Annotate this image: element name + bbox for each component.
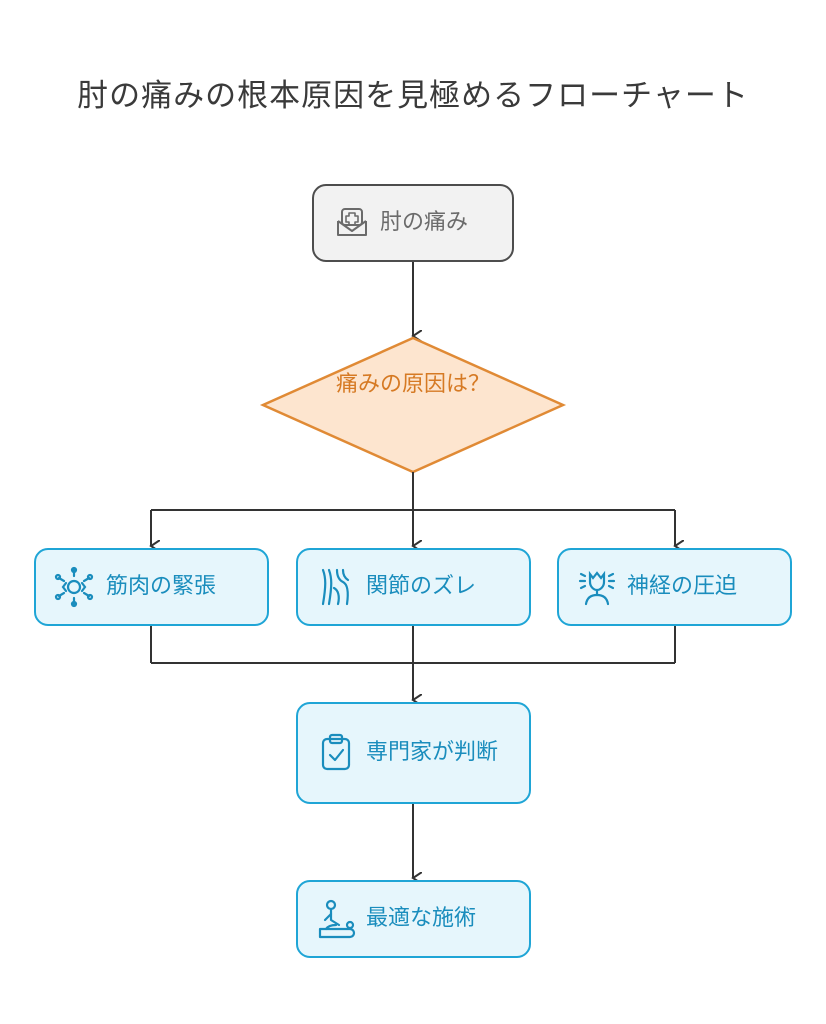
decision-diamond	[259, 336, 567, 474]
nerve-head-icon	[577, 565, 617, 609]
joint-label: 関節のズレ	[366, 574, 477, 599]
decision-label: 痛みの原因は？	[335, 372, 490, 397]
treatment-node: 最適な施術	[296, 880, 531, 958]
nerve-node: 神経の圧迫	[557, 548, 792, 626]
clipboard-check-icon	[316, 731, 356, 775]
massage-therapy-icon	[316, 897, 358, 941]
muscle-node: 筋肉の緊張	[34, 548, 269, 626]
joint-node: 関節のズレ	[296, 548, 531, 626]
nerve-label: 神経の圧迫	[627, 574, 738, 599]
muscle-label: 筋肉の緊張	[106, 574, 217, 599]
joint-bone-icon	[316, 565, 356, 609]
start-label: 肘の痛み	[380, 210, 469, 235]
expert-node: 専門家が判断	[296, 702, 531, 804]
start-node: 肘の痛み	[312, 184, 514, 262]
treatment-label: 最適な施術	[366, 906, 477, 931]
expert-label: 専門家が判断	[366, 740, 499, 765]
gear-muscle-icon	[52, 565, 96, 609]
medical-kit-icon	[332, 203, 372, 243]
page-title: 肘の痛みの根本原因を見極めるフローチャート	[77, 78, 749, 114]
